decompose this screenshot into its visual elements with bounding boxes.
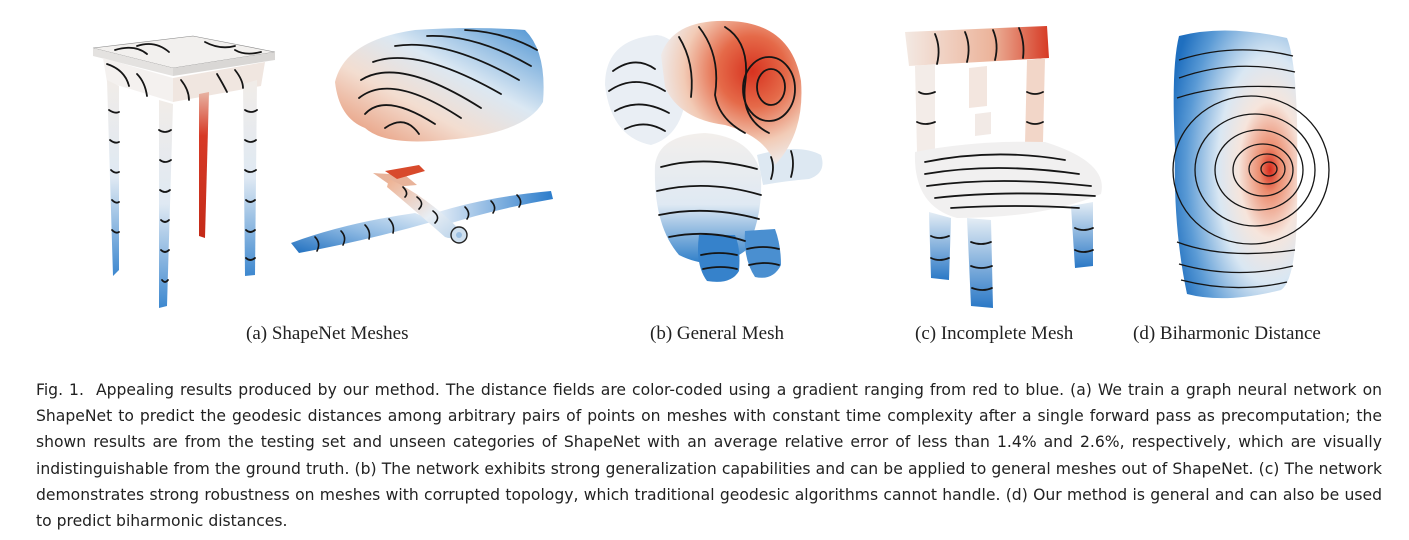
- chair-render: [895, 22, 1115, 312]
- label-biharmonic-distance: (d) Biharmonic Distance: [1133, 323, 1321, 344]
- table-render: [85, 30, 285, 310]
- figure-caption: Fig. 1. Appealing results produced by ou…: [36, 377, 1382, 534]
- label-incomplete-mesh: (c) Incomplete Mesh: [915, 323, 1074, 344]
- airplane-render: [285, 165, 560, 265]
- label-general-mesh: (b) General Mesh: [650, 323, 785, 344]
- slab-render: [1165, 28, 1330, 303]
- pillow-render: [325, 22, 555, 152]
- label-shapenet-meshes: (a) ShapeNet Meshes: [246, 323, 409, 344]
- elephant-render: [595, 15, 835, 290]
- caption-prefix: Fig. 1.: [36, 381, 84, 399]
- caption-text: Appealing results produced by our method…: [36, 381, 1382, 531]
